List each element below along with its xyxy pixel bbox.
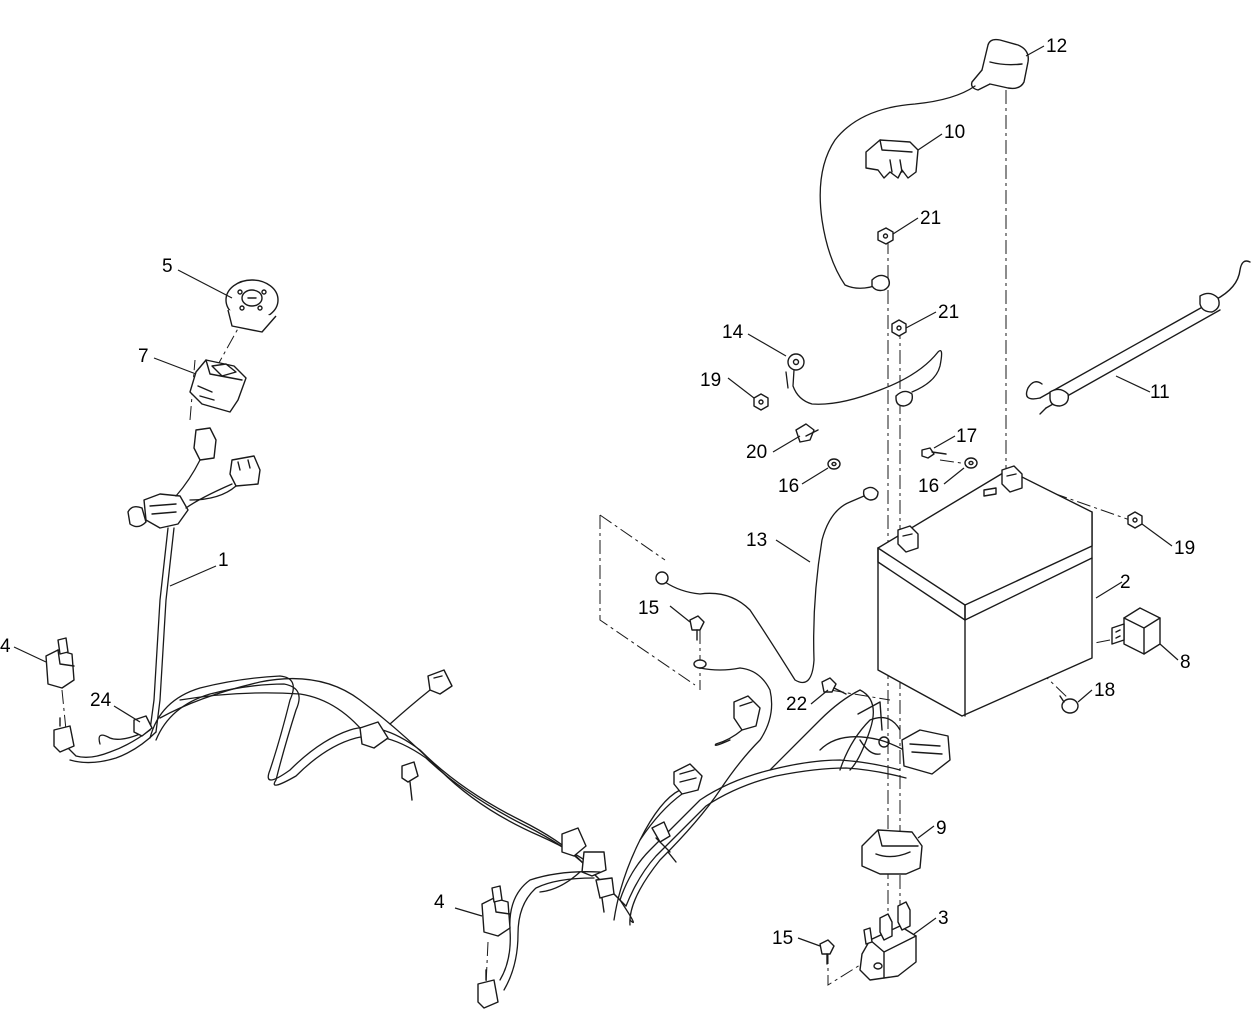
- battery-hold-down-11: [1025, 260, 1251, 415]
- switch-7: [189, 359, 247, 413]
- battery-cable-13: [655, 486, 879, 684]
- solenoid-cover-9: [861, 829, 923, 875]
- leader-lines: [13, 45, 1179, 947]
- ignition-switch-5: [225, 279, 279, 333]
- bolt-15-upper: [689, 615, 741, 671]
- starter-solenoid-3: [859, 901, 917, 981]
- relay-8: [1111, 607, 1161, 655]
- bolt-18: [1059, 695, 1079, 714]
- callout-21-upper: 21: [920, 208, 941, 229]
- callout-5: 5: [162, 256, 173, 277]
- callout-9: 9: [936, 818, 947, 839]
- callout-1: 1: [218, 550, 229, 571]
- callout-19-left: 19: [700, 370, 721, 391]
- callout-3: 3: [938, 908, 949, 929]
- callout-19-right: 19: [1174, 538, 1195, 559]
- callout-17: 17: [956, 426, 977, 447]
- callout-18: 18: [1094, 680, 1115, 701]
- callout-11: 11: [1150, 382, 1170, 403]
- positive-terminal-boot-12: [819, 38, 1029, 292]
- nut-21-lower: [891, 319, 907, 337]
- switch-4-right: [477, 885, 511, 1009]
- bolt-15-lower: [819, 939, 835, 965]
- bolt-22: [821, 677, 847, 695]
- wire-harness-1: [67, 427, 951, 991]
- callout-10: 10: [944, 122, 965, 143]
- switch-4-left: [45, 637, 75, 753]
- washer-16-right: [964, 457, 978, 469]
- bolt-20: [795, 423, 819, 443]
- callout-4-left: 4: [0, 636, 11, 657]
- callout-8: 8: [1180, 652, 1191, 673]
- callout-labels: 1 2 3 4 4 5 7 8 9 10 11 12 13 14 15 15 1…: [0, 36, 1195, 949]
- callout-14: 14: [722, 322, 744, 343]
- nut-21-upper: [877, 227, 894, 245]
- callout-21-lower: 21: [938, 302, 959, 323]
- callout-15-lower: 15: [772, 928, 793, 949]
- callout-16-left: 16: [778, 476, 799, 497]
- battery-2: [877, 465, 1093, 717]
- bolt-17: [921, 447, 947, 459]
- callout-24: 24: [90, 690, 112, 711]
- callout-15-upper: 15: [638, 598, 659, 619]
- nut-19-right: [1127, 511, 1143, 529]
- callout-2: 2: [1120, 572, 1131, 593]
- nut-19-left: [753, 393, 769, 411]
- terminal-cover-10: [865, 139, 919, 179]
- callout-13: 13: [746, 530, 767, 551]
- callout-7: 7: [138, 346, 149, 367]
- callout-22: 22: [786, 694, 807, 715]
- ground-cable-14: [785, 349, 943, 407]
- callout-20: 20: [746, 442, 767, 463]
- washer-16-left: [827, 458, 841, 470]
- callout-12: 12: [1046, 36, 1067, 57]
- callout-16-right: 16: [918, 476, 939, 497]
- harness-clip-24: [133, 715, 153, 737]
- callout-4-right: 4: [434, 892, 445, 913]
